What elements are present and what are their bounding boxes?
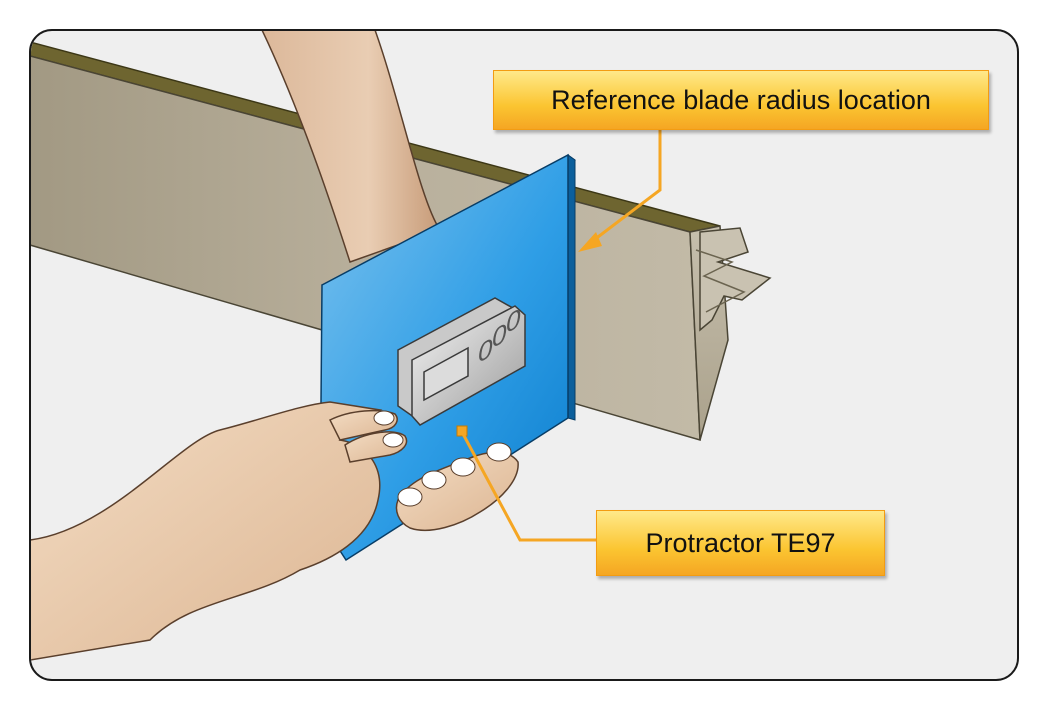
blade-broken-tip	[699, 227, 772, 332]
fingernail-5	[450, 457, 476, 477]
leader-line-reference	[589, 128, 662, 245]
blade-crack-line	[695, 249, 746, 313]
display-lcd-window	[423, 346, 469, 402]
protractor-plate-side	[567, 154, 576, 421]
fingernail-2	[382, 432, 404, 448]
fingernail-1	[373, 410, 395, 426]
callout-reference-blade-radius: Reference blade radius location	[493, 70, 989, 130]
callout-protractor-label: Protractor TE97	[645, 527, 836, 558]
display-digit-1: 0	[478, 332, 493, 369]
scene-clip: 0 0 0	[31, 31, 772, 661]
fingernail-6	[486, 442, 512, 462]
leader-arrowhead-reference	[578, 232, 602, 252]
fingernail-4	[421, 470, 447, 490]
display-digit-3: 0	[506, 302, 521, 339]
callout-reference-label: Reference blade radius location	[551, 84, 931, 115]
fingernail-3	[397, 487, 423, 507]
leader-line-protractor	[460, 431, 596, 542]
display-digit-2: 0	[492, 317, 507, 354]
protractor-marker	[456, 425, 468, 437]
protractor-display: 0 0 0	[397, 297, 526, 426]
callout-protractor: Protractor TE97	[596, 510, 885, 576]
